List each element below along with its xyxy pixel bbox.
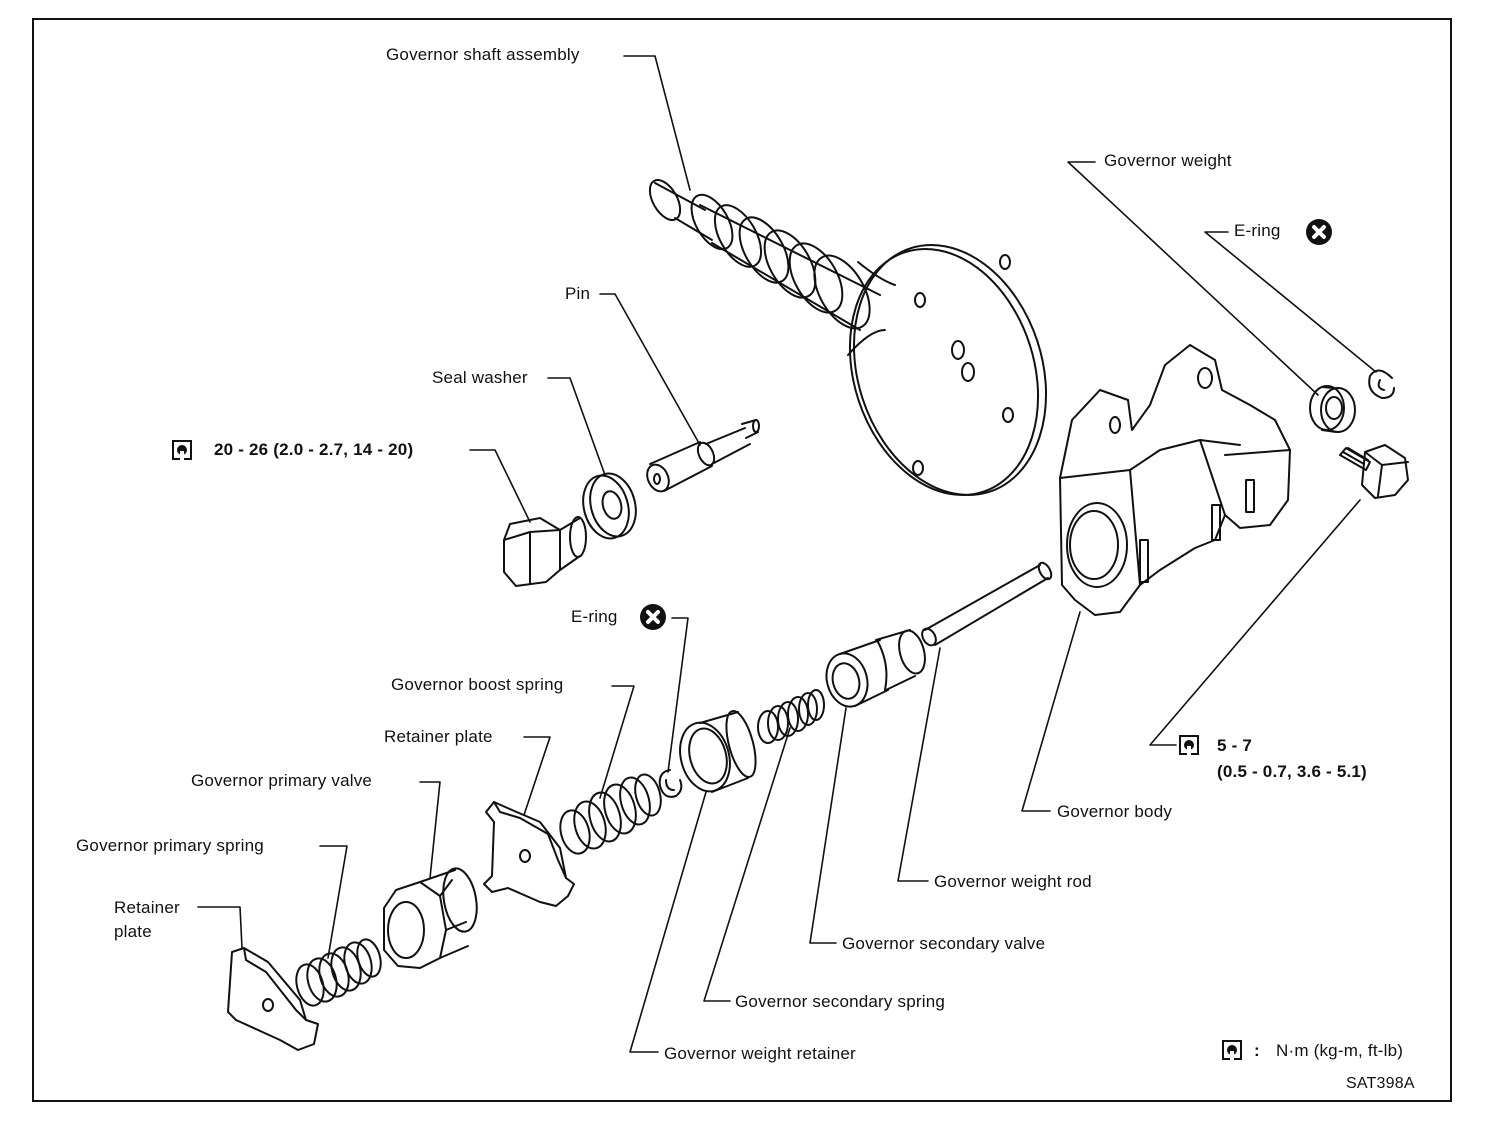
label-bolt-torque-spec-line2: (0.5 - 0.7, 3.6 - 5.1): [1217, 762, 1367, 781]
governor-body-part: [1059, 344, 1291, 616]
label-governor-weight-rod: Governor weight rod: [934, 872, 1092, 891]
legend-torque-icon: [1222, 1040, 1242, 1060]
governor-secondary-spring-part: [757, 689, 825, 744]
label-retainer-plate-upper: Retainer plate: [384, 727, 493, 746]
label-governor-primary-spring: Governor primary spring: [76, 836, 264, 855]
label-governor-weight-retainer: Governor weight retainer: [664, 1044, 856, 1063]
figure-code: SAT398A: [1346, 1075, 1415, 1092]
label-plug-torque-spec: 20 - 26 (2.0 - 2.7, 14 - 20): [214, 440, 414, 459]
label-governor-weight: Governor weight: [1104, 151, 1232, 170]
label-seal-washer: Seal washer: [432, 368, 528, 387]
torque-wrench-icon: [172, 440, 192, 460]
e-ring-top-part: [1368, 369, 1395, 399]
label-pin: Pin: [565, 284, 591, 303]
label-governor-secondary-valve: Governor secondary valve: [842, 934, 1046, 953]
governor-weight-retainer-part: [679, 710, 757, 793]
legend-units: N·m (kg-m, ft-lb): [1276, 1041, 1404, 1060]
legend-separator: :: [1254, 1041, 1260, 1060]
e-ring-mid-part: [658, 769, 683, 798]
retainer-plate-upper-part: [483, 801, 575, 907]
label-governor-shaft-assembly: Governor shaft assembly: [386, 45, 580, 64]
plug-bolt-part: [503, 516, 587, 587]
leader-lines: [197, 55, 1377, 1053]
label-e-ring-mid: E-ring: [571, 607, 618, 626]
governor-secondary-valve-part: [825, 629, 926, 708]
replace-icon: [1306, 219, 1332, 245]
label-governor-secondary-spring: Governor secondary spring: [735, 992, 946, 1011]
governor-weight-part: [1309, 385, 1356, 433]
label-governor-body: Governor body: [1057, 802, 1173, 821]
governor-primary-spring-part: [295, 938, 382, 1007]
label-e-ring-top: E-ring: [1234, 221, 1281, 240]
mounting-bolt-part: [1339, 444, 1409, 499]
label-governor-boost-spring: Governor boost spring: [391, 675, 564, 694]
label-bolt-torque-spec-line1: 5 - 7: [1217, 736, 1253, 755]
retainer-plate-lower-part: [227, 947, 319, 1051]
governor-shaft-assembly: [648, 179, 1048, 497]
torque-wrench-icon: [1179, 735, 1199, 755]
pin-part: [646, 419, 760, 493]
label-retainer-plate-lower-line2: plate: [114, 922, 152, 941]
diagram-frame: [32, 18, 1452, 1102]
label-retainer-plate-lower-line1: Retainer: [114, 898, 180, 917]
label-governor-primary-valve: Governor primary valve: [191, 771, 373, 790]
governor-boost-spring-part: [559, 773, 662, 855]
governor-primary-valve-part: [383, 867, 478, 969]
governor-weight-rod-part: [921, 561, 1053, 647]
replace-icon: [640, 604, 666, 630]
